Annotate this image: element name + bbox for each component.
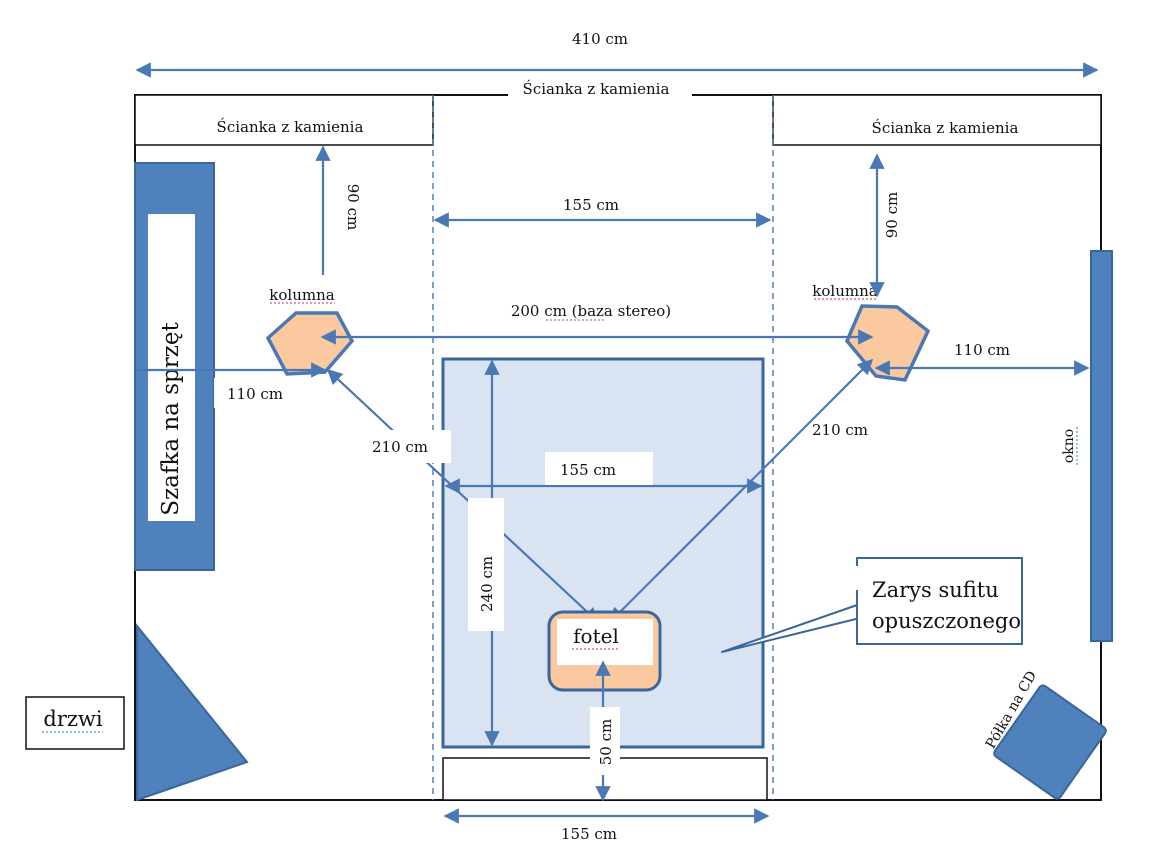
ceiling-callout-box [857, 558, 1022, 644]
armchair-label-bg [557, 619, 653, 665]
chair-gap-label: 50 cm [597, 719, 615, 765]
stone-wall-center-label-bg [508, 78, 692, 100]
diagonal-left-label: 210 cm [372, 438, 428, 456]
distance-right-label: 90 cm [883, 192, 901, 238]
window [1090, 250, 1113, 642]
window-label: okno [1061, 429, 1077, 463]
chair-gap-label-bg [590, 707, 620, 775]
rect-width-label: 155 cm [560, 461, 616, 479]
equipment-cabinet-label-bg [148, 214, 195, 521]
rect-depth-label-bg [468, 498, 504, 631]
center-width-label: 155 cm [563, 196, 619, 214]
side-left-label-bg [214, 378, 284, 408]
cd-shelf [993, 684, 1107, 800]
total-width-label: 410 cm [572, 30, 628, 48]
stone-wall-center-label: Ścianka z kamienia [523, 80, 670, 98]
diagonal-right-label: 210 cm [812, 421, 868, 439]
speaker-left-label: kolumna [269, 286, 334, 304]
side-left-label: 110 cm [227, 385, 283, 403]
equipment-cabinet-label: Szafka na sprzęt [158, 322, 184, 516]
side-right-label: 110 cm [954, 341, 1010, 359]
rect-width-label-bg [545, 452, 653, 485]
diagonal-left-label-bg [363, 430, 451, 463]
distance-left-label: 90 cm [344, 184, 362, 230]
ceiling-callout-border [856, 557, 1023, 645]
stone-wall-right-label: Ścianka z kamienia [872, 119, 1019, 137]
stone-wall-left [134, 94, 434, 146]
bottom-width-label: 155 cm [561, 825, 617, 843]
ceiling-callout-line1: Zarys sufitu [872, 578, 999, 602]
armchair-label: fotel [573, 624, 619, 648]
door-label-box [25, 696, 125, 750]
door-label: drzwi [43, 707, 103, 731]
diagonal-left-arrow [326, 368, 600, 624]
stereo-base-label: 200 cm (baza stereo) [511, 302, 671, 320]
door-wedge [136, 623, 249, 802]
stone-wall-right [772, 94, 1102, 146]
rect-depth-label: 240 cm [478, 556, 496, 612]
speaker-left [265, 311, 355, 376]
ceiling-callout-line2: opuszczonego [872, 609, 1021, 633]
stone-wall-left-label: Ścianka z kamienia [217, 118, 364, 136]
speaker-right-label: kolumna [812, 282, 877, 300]
